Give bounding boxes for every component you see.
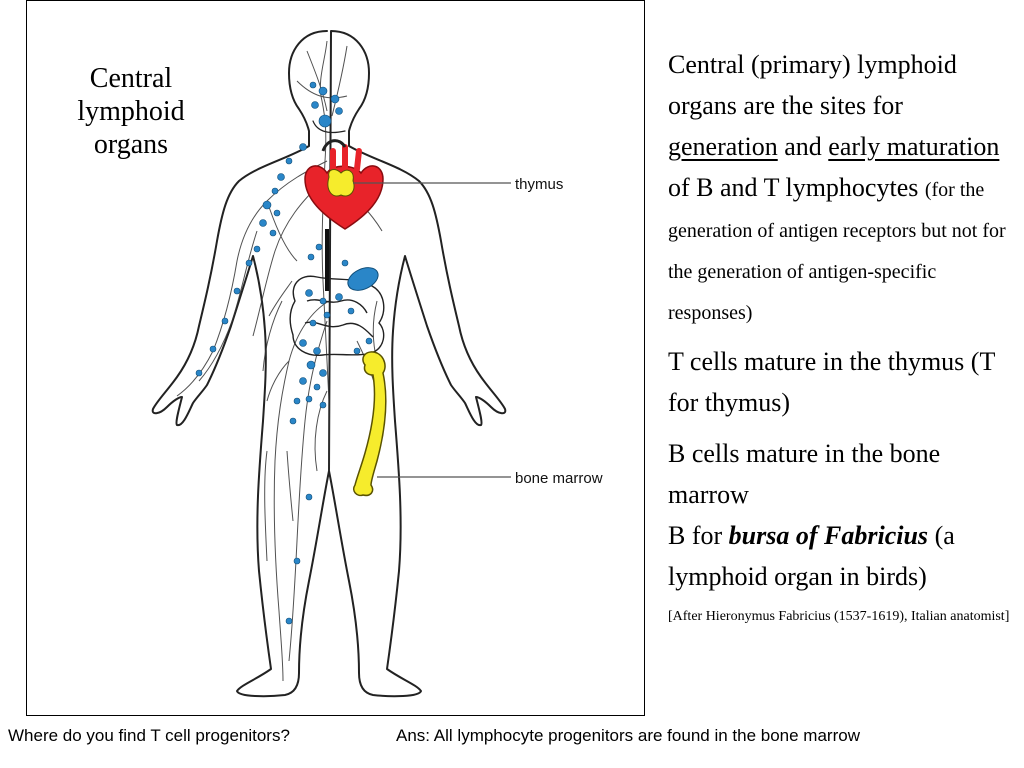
text-run: and xyxy=(777,132,829,161)
early-maturation-underlined: early maturation xyxy=(828,132,1000,161)
generation-underlined: generation xyxy=(668,132,778,161)
side-title-line: Central xyxy=(89,63,173,94)
explanation-text: Central (primary) lymphoid organs are th… xyxy=(668,44,1018,626)
text-run: B for xyxy=(668,521,729,550)
thymus-callout: thymus xyxy=(515,176,563,193)
body-outline xyxy=(151,30,507,698)
spleen xyxy=(347,267,379,291)
body-lymphatic-diagram: thymus bone marrow xyxy=(151,30,603,698)
side-title-line: organs xyxy=(93,129,169,160)
central-organs-paragraph: Central (primary) lymphoid organs are th… xyxy=(668,44,1018,331)
text-run: Central (primary) lymphoid organs are th… xyxy=(668,50,957,120)
question-text: Where do you find T cell progenitors? xyxy=(8,726,290,745)
lymph-nodes xyxy=(195,81,373,625)
side-title-line: lymphoid xyxy=(77,96,185,127)
bone-marrow-callout: bone marrow xyxy=(515,470,603,487)
femur-bone xyxy=(352,351,387,497)
fabricius-note: [After Hieronymus Fabricius (1537-1619),… xyxy=(668,609,1010,624)
thymus-organ xyxy=(327,169,355,197)
bursa-paragraph: B for bursa of Fabricius (a lymphoid org… xyxy=(668,515,1018,597)
central-lymphoid-organs-title: Central lymphoid organs xyxy=(56,62,206,161)
text-run: (a lymphoid organ in birds) xyxy=(668,521,955,591)
answer-text: Ans: All lymphocyte progenitors are foun… xyxy=(396,726,860,745)
anatomy-figure: thymus bone marrow xyxy=(26,0,645,716)
lymphatic-vessels xyxy=(176,40,383,682)
b-cells-paragraph: B cells mature in the bone marrow xyxy=(668,439,941,509)
heart xyxy=(304,139,384,230)
bursa-of-fabricius: bursa of Fabricius xyxy=(728,521,929,550)
t-cells-paragraph: T cells mature in the thymus (T for thym… xyxy=(668,347,995,417)
text-run: of B and T lymphocytes xyxy=(668,173,925,202)
parenthetical-note: (for the generation of antigen receptors… xyxy=(668,179,1006,324)
